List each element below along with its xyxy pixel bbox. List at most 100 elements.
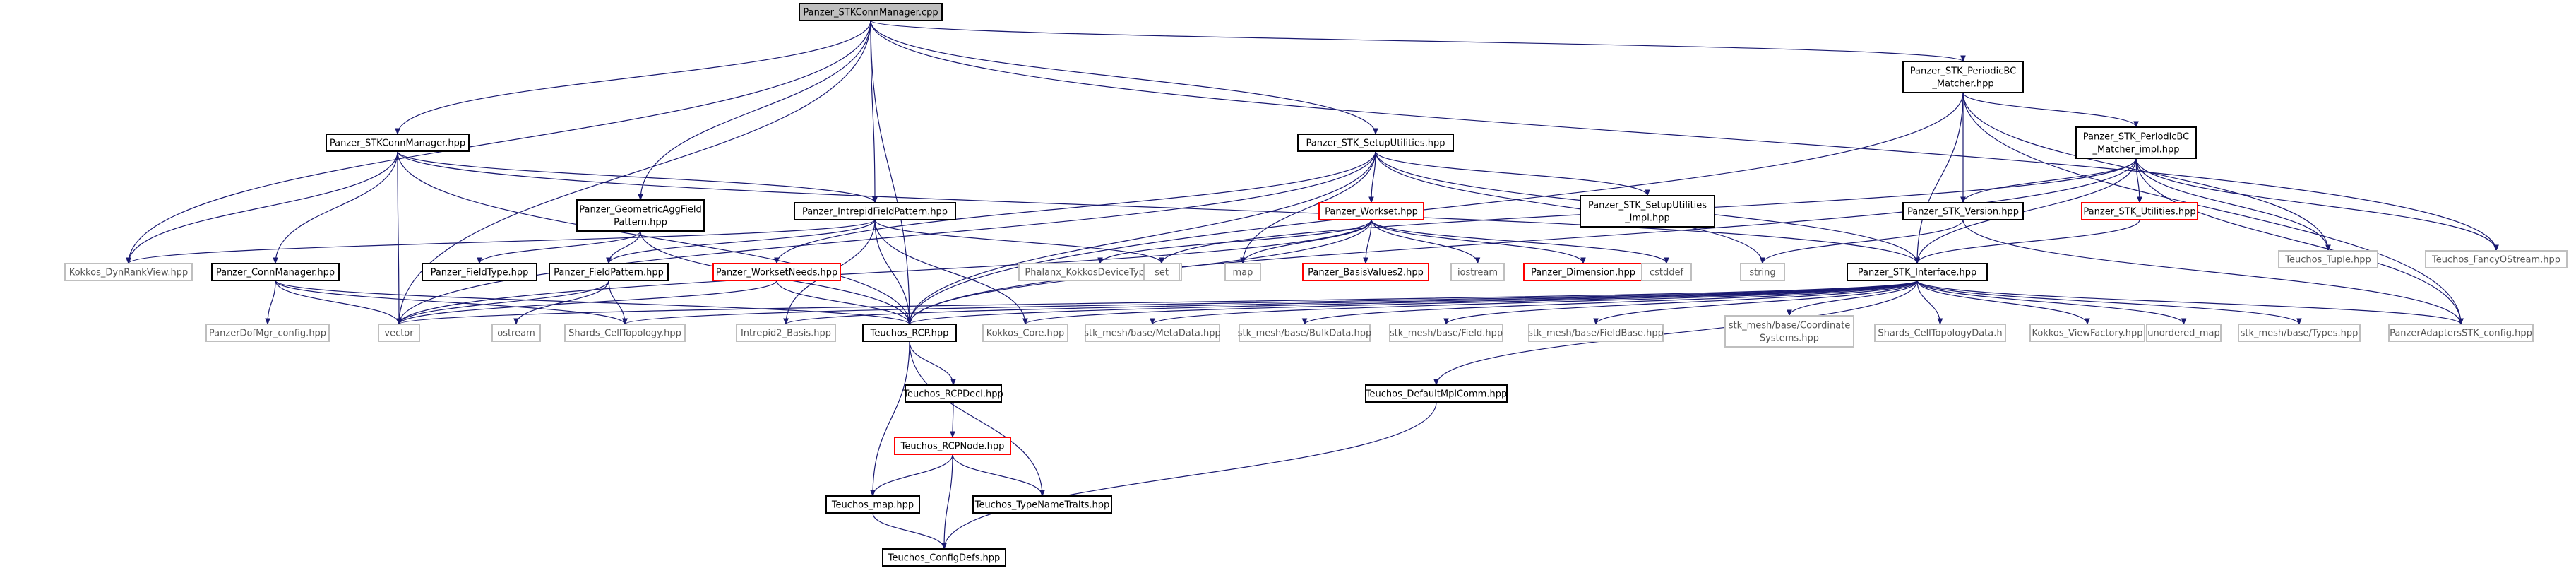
edge-stkconnmgr_cpp-to-teuchos_fancy [870, 20, 2499, 252]
node-box [2029, 324, 2145, 342]
node-shards-ctd[interactable]: Shards_CellTopologyData.h [1874, 324, 2006, 342]
node-iostream[interactable]: iostream [1450, 263, 1505, 281]
node-fieldbase[interactable]: stk_mesh/base/FieldBase.hpp [1528, 324, 1664, 342]
node-field[interactable]: stk_mesh/base/Field.hpp [1389, 324, 1503, 342]
node-shards-celltopo[interactable]: Shards_CellTopology.hpp [564, 324, 686, 342]
node-label: Panzer_STKConnManager.hpp [330, 138, 465, 149]
node-box [2081, 202, 2198, 220]
node-teuchos-rcp[interactable]: Teuchos_RCP.hpp [862, 324, 957, 342]
edge-setuputil-to-vector [396, 150, 1376, 325]
node-metadata[interactable]: stk_mesh/base/MetaData.hpp [1084, 324, 1221, 342]
node-panzerdofmgr-config[interactable]: PanzerDofMgr_config.hpp [205, 324, 330, 342]
edge-periodic_matcher-to-teuchos_tuple [1962, 92, 2331, 252]
node-intrepidfp[interactable]: Panzer_IntrepidFieldPattern.hpp [794, 202, 956, 220]
node-stk-interface[interactable]: Panzer_STK_Interface.hpp [1847, 263, 1988, 281]
edge-periodic_impl-to-teuchos_rcp [907, 158, 2137, 325]
node-setuputil-impl[interactable]: Panzer_STK_SetupUtilities_impl.hpp [1580, 195, 1715, 228]
node-label: Kokkos_ViewFactory.hpp [2032, 329, 2142, 339]
node-box [564, 324, 686, 342]
node-label: Teuchos_DefaultMpiComm.hpp [1365, 389, 1507, 400]
edge-periodic_impl-to-stk_version [1960, 158, 2137, 203]
node-connmgr[interactable]: Panzer_ConnManager.hpp [211, 263, 340, 281]
edge-workset-to-phalanx_kokkos [1097, 219, 1372, 264]
node-kokkos-viewfactory[interactable]: Kokkos_ViewFactory.hpp [2029, 324, 2145, 342]
node-layer: Panzer_STKConnManager.cppPanzer_STKConnM… [64, 3, 2568, 567]
edge-workset-to-basisvalues2 [1363, 219, 1372, 264]
node-kokkos-dynrank[interactable]: Kokkos_DynRankView.hpp [64, 263, 193, 281]
node-set[interactable]: set [1143, 263, 1180, 281]
node-teuchos-typenametraits[interactable]: Teuchos_TypeNameTraits.hpp [972, 495, 1112, 514]
edge-teuchos_defaultmpicomm-to-teuchos_configdefs [941, 401, 1437, 550]
edge-stk_interface-to-teuchos_defaultmpicomm [1433, 280, 1918, 386]
node-phalanx-kokkos[interactable]: Phalanx_KokkosDeviceTypes.hpp [1018, 263, 1182, 281]
node-label: Kokkos_DynRankView.hpp [69, 268, 189, 278]
node-cstddef[interactable]: cstddef [1641, 263, 1692, 281]
node-unordered-map[interactable]: unordered_map [2146, 324, 2222, 342]
node-label: Panzer_WorksetNeeds.hpp [716, 268, 838, 278]
node-stkconnmgr-cpp[interactable]: Panzer_STKConnManager.cpp [799, 3, 943, 21]
node-teuchos-map[interactable]: Teuchos_map.hpp [825, 495, 920, 514]
node-basisvalues2[interactable]: Panzer_BasisValues2.hpp [1302, 263, 1429, 281]
node-label: Panzer_Dimension.hpp [1531, 268, 1635, 278]
node-setuputil[interactable]: Panzer_STK_SetupUtilities.hpp [1297, 134, 1454, 152]
node-box [1528, 324, 1664, 342]
node-panzeradapters-config[interactable]: PanzerAdaptersSTK_config.hpp [2388, 324, 2534, 342]
node-teuchos-configdefs[interactable]: Teuchos_ConfigDefs.hpp [882, 548, 1006, 567]
node-kokkos-core[interactable]: Kokkos_Core.hpp [982, 324, 1068, 342]
node-label: Panzer_STK_SetupUtilities [1588, 201, 1707, 211]
node-teuchos-rcpnode[interactable]: Teuchos_RCPNode.hpp [894, 437, 1011, 455]
node-label: Shards_CellTopologyData.h [1878, 329, 2002, 339]
node-label: map [1233, 268, 1253, 278]
node-vector[interactable]: vector [378, 324, 420, 342]
edge-workset-to-cstddef [1371, 219, 1669, 264]
node-periodic-matcher[interactable]: Panzer_STK_PeriodicBC_Matcher.hpp [1902, 61, 2024, 93]
edge-stkconnmgr_hpp-to-vector [396, 150, 402, 325]
node-box [1297, 134, 1454, 152]
node-intrepid2-basis[interactable]: Intrepid2_Basis.hpp [736, 324, 836, 342]
edge-stkconnmgr_hpp-to-teuchos_rcp [397, 150, 912, 325]
node-workset[interactable]: Panzer_Workset.hpp [1318, 202, 1424, 220]
node-teuchos-defaultmpicomm[interactable]: Teuchos_DefaultMpiComm.hpp [1365, 384, 1508, 403]
edge-worksetneeds-to-vector [396, 280, 777, 325]
node-box [422, 263, 537, 281]
node-box [2075, 126, 2197, 159]
node-periodic-impl[interactable]: Panzer_STK_PeriodicBC_Matcher_impl.hpp [2075, 126, 2197, 159]
node-dimension[interactable]: Panzer_Dimension.hpp [1523, 263, 1643, 281]
node-ostream[interactable]: ostream [491, 324, 541, 342]
node-fieldpattern[interactable]: Panzer_FieldPattern.hpp [549, 263, 669, 281]
node-stk-version[interactable]: Panzer_STK_Version.hpp [1902, 202, 2024, 220]
node-types[interactable]: stk_mesh/base/Types.hpp [2238, 324, 2361, 342]
edge-periodic_impl-to-panzeradapters_config [2135, 158, 2464, 325]
node-string[interactable]: string [1740, 263, 1785, 281]
node-stk-utilities[interactable]: Panzer_STK_Utilities.hpp [2081, 202, 2198, 220]
edge-stkconnmgr_hpp-to-connmgr [273, 150, 398, 264]
edge-stk_interface-to-unordered_map [1916, 280, 2187, 325]
node-teuchos-tuple[interactable]: Teuchos_Tuple.hpp [2278, 250, 2378, 268]
node-label: stk_mesh/base/FieldBase.hpp [1528, 329, 1664, 339]
node-bulkdata[interactable]: stk_mesh/base/BulkData.hpp [1238, 324, 1372, 342]
node-teuchos-rcpdecl[interactable]: Teuchos_RCPDecl.hpp [902, 384, 1003, 403]
node-map[interactable]: map [1224, 263, 1261, 281]
node-worksetneeds[interactable]: Panzer_WorksetNeeds.hpp [712, 263, 841, 281]
node-fieldtype[interactable]: Panzer_FieldType.hpp [422, 263, 537, 281]
node-label: string [1749, 268, 1775, 278]
edge-setuputil-to-string [1375, 150, 1765, 264]
edge-stkconnmgr_cpp-to-periodic_matcher [870, 20, 1966, 62]
edge-stk_version-to-panzeradapters_config [1962, 219, 2464, 325]
node-teuchos-fancy[interactable]: Teuchos_FancyOStream.hpp [2425, 250, 2568, 268]
edge-stk_interface-to-panzeradapters_config [1916, 280, 2464, 325]
node-box [549, 263, 669, 281]
node-label: Intrepid2_Basis.hpp [741, 329, 831, 339]
edge-stkconnmgr_cpp-to-kokkos_dynrank [126, 20, 871, 264]
node-box [576, 199, 705, 232]
node-label: Kokkos_Core.hpp [986, 329, 1065, 339]
edge-teuchos_rcp-to-teuchos_rcpdecl [909, 341, 956, 386]
node-label: Panzer_Workset.hpp [1325, 207, 1418, 218]
edge-stk_interface-to-kokkos_viewfactory [1916, 280, 2090, 325]
edge-periodic_matcher-to-periodic_impl [1962, 92, 2139, 128]
node-label: Teuchos_Tuple.hpp [2284, 255, 2371, 266]
node-stkconnmgr-hpp[interactable]: Panzer_STKConnManager.hpp [326, 134, 470, 152]
node-box [794, 202, 956, 220]
